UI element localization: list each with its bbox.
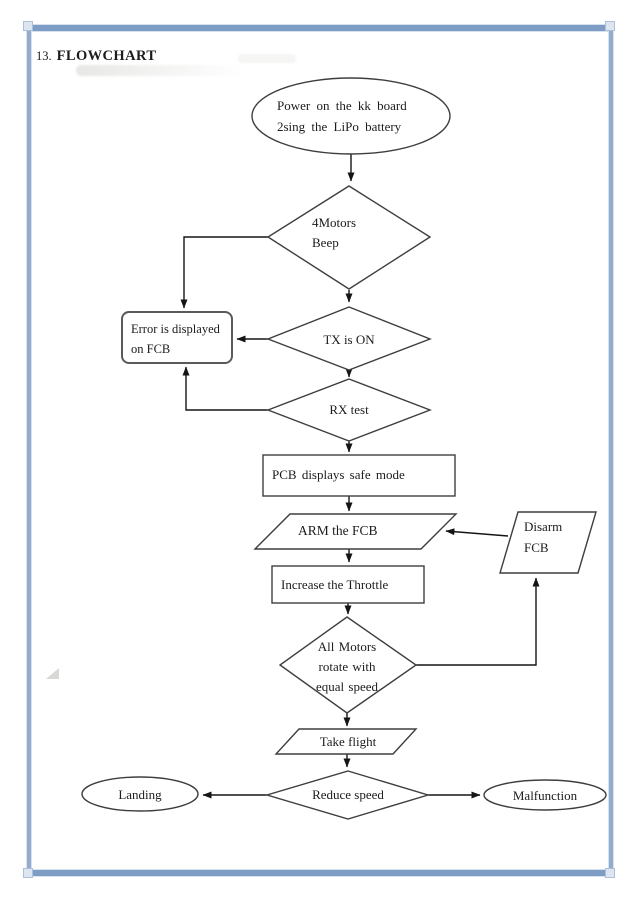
node-label-tx-on: TX is ON [323, 332, 375, 347]
node-label-rx-test: RX test [329, 402, 369, 417]
page-border-frame [27, 25, 613, 876]
scan-smudge-artifact [238, 54, 296, 63]
node-label-motors-equal-speed: All Motors rotate with equal speed [315, 639, 378, 694]
node-label-landing: Landing [118, 787, 162, 802]
decision-motors-beep [266, 185, 432, 290]
frame-corner-handle [23, 868, 33, 878]
terminator-landing [81, 776, 199, 812]
section-number: 13. [36, 49, 52, 63]
decision-motors-equal-speed [278, 616, 418, 714]
edge-disarm-to-arm [445, 528, 509, 537]
process-error-display [121, 311, 233, 364]
frame-corner-handle [23, 21, 33, 31]
node-label-disarm-fcb: Disarm FCB [524, 519, 563, 555]
decision-reduce-speed [264, 770, 431, 820]
node-label-safe-mode: PCB displays safe mode [272, 467, 405, 482]
process-increase-throttle [271, 565, 425, 604]
process-safe-mode [262, 454, 456, 497]
triangle-artifact [46, 668, 59, 679]
decision-tx-on [266, 306, 432, 371]
node-label-motors-beep: 4Motors Beep [312, 215, 357, 250]
io-arm-fcb [253, 513, 458, 550]
section-title: FLOWCHART [56, 48, 157, 64]
node-label-arm-fcb: ARM the FCB [298, 523, 378, 538]
frame-corner-handle [605, 21, 615, 31]
node-label-malfunction: Malfunction [512, 788, 578, 803]
section-heading: 13. FLOWCHART [36, 47, 156, 65]
io-disarm-fcb [499, 511, 597, 574]
node-label-reduce-speed: Reduce speed [312, 787, 384, 802]
node-label-increase-throttle: Increase the Throttle [281, 577, 389, 592]
terminator-malfunction [483, 779, 607, 811]
edge-motors-to-disarm [416, 577, 540, 666]
node-label-take-flight: Take flight [319, 734, 377, 749]
terminator-power-on [251, 77, 451, 155]
edge-rx-to-error [182, 366, 268, 411]
frame-corner-handle [605, 868, 615, 878]
decision-rx-test [266, 378, 432, 442]
scan-smudge-artifact [76, 65, 244, 76]
io-take-flight [274, 728, 418, 755]
edge-beep-to-error [180, 236, 268, 309]
node-label-power-on: Power on the kk board 2sing the LiPo bat… [277, 98, 407, 134]
node-label-error-display: Error is displayed on FCB [131, 322, 220, 356]
